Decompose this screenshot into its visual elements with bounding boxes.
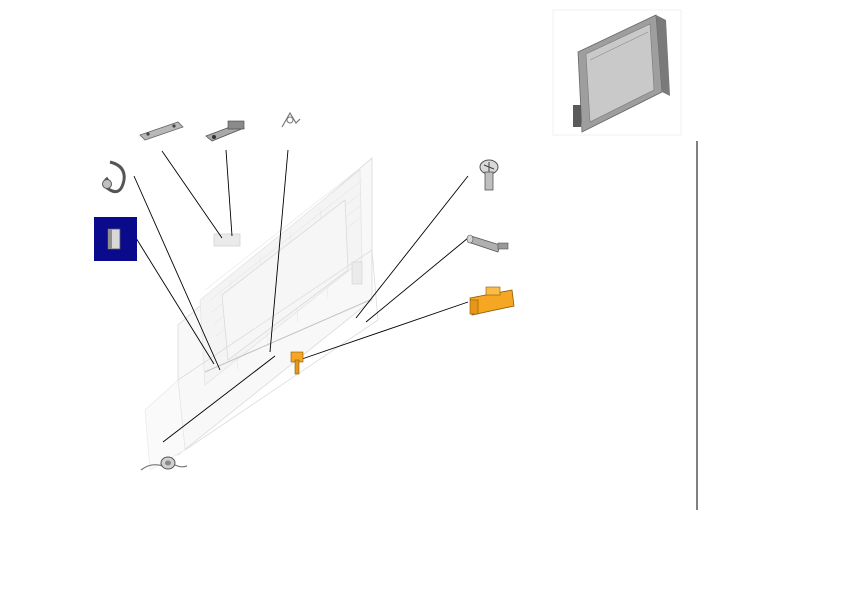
wire-spring-part <box>281 111 301 128</box>
spring-clip-part <box>102 160 126 194</box>
latch-installed-part <box>290 351 304 375</box>
screw-part <box>479 159 499 191</box>
selected-pin-part <box>94 217 137 261</box>
front-cover-assembly-thumbnail <box>552 9 682 136</box>
leader-lines <box>133 149 469 443</box>
hinge-bracket-part <box>205 120 245 142</box>
torsion-spring-part <box>140 456 188 471</box>
shaft-part <box>466 234 509 253</box>
flat-link-part <box>139 121 184 141</box>
main-door-assembly <box>144 156 379 471</box>
latch-part <box>469 286 515 316</box>
